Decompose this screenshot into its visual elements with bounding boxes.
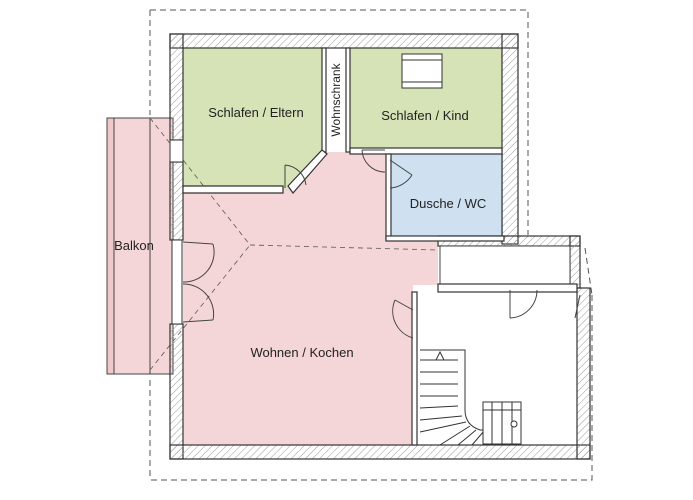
wall-annex-right bbox=[569, 235, 581, 289]
wall-dusche-left bbox=[385, 153, 392, 241]
wall-wohnschrank-left bbox=[321, 47, 327, 153]
label-schlafen-kind: Schlafen / Kind bbox=[381, 108, 468, 123]
storage-space bbox=[439, 245, 571, 287]
wall-bottom bbox=[169, 444, 591, 460]
wall-kind-bottom bbox=[349, 147, 503, 155]
door-stairwell bbox=[392, 299, 414, 339]
wall-stair-right bbox=[576, 287, 591, 460]
storage-wall-bottom bbox=[437, 283, 578, 293]
staircase bbox=[419, 349, 522, 446]
label-wohnen-kochen: Wohnen / Kochen bbox=[250, 345, 353, 360]
door-kind bbox=[361, 149, 386, 173]
wall-wohnschrank-right bbox=[345, 47, 351, 153]
wall-top bbox=[169, 33, 519, 49]
balcony-railing bbox=[106, 117, 115, 375]
wall-stair-left bbox=[411, 291, 418, 446]
bed-kind bbox=[401, 53, 443, 89]
door-eltern bbox=[284, 164, 307, 188]
balcony-area bbox=[106, 117, 174, 375]
room-fill-dusche-wc bbox=[390, 154, 503, 236]
roof-outline-right bbox=[527, 120, 593, 296]
wall-left-middle bbox=[169, 161, 184, 241]
room-fill-wohnen-kochen bbox=[183, 152, 438, 445]
roof-outline bbox=[149, 9, 593, 481]
wall-left-lower bbox=[169, 323, 184, 460]
label-dusche-wc: Dusche / WC bbox=[410, 196, 487, 211]
door-dusche bbox=[389, 159, 413, 189]
wall-left-upper bbox=[169, 33, 184, 141]
wall-right-upper bbox=[501, 33, 519, 245]
label-wohnschrank: Wohnschrank bbox=[329, 62, 343, 136]
room-fill-wohnschrank bbox=[325, 48, 347, 152]
label-balkon: Balkon bbox=[114, 238, 154, 253]
balcony-door-upper bbox=[169, 139, 215, 325]
wall-eltern-diagonal bbox=[287, 149, 328, 194]
door-right-small bbox=[574, 294, 581, 319]
room-fill-schlafen-eltern bbox=[183, 48, 325, 190]
label-schlafen-eltern: Schlafen / Eltern bbox=[208, 105, 303, 120]
door-storage bbox=[509, 289, 538, 319]
ridge-line bbox=[249, 244, 439, 251]
wall-eltern-bottom bbox=[182, 185, 284, 194]
wall-dusche-bottom bbox=[385, 235, 505, 242]
